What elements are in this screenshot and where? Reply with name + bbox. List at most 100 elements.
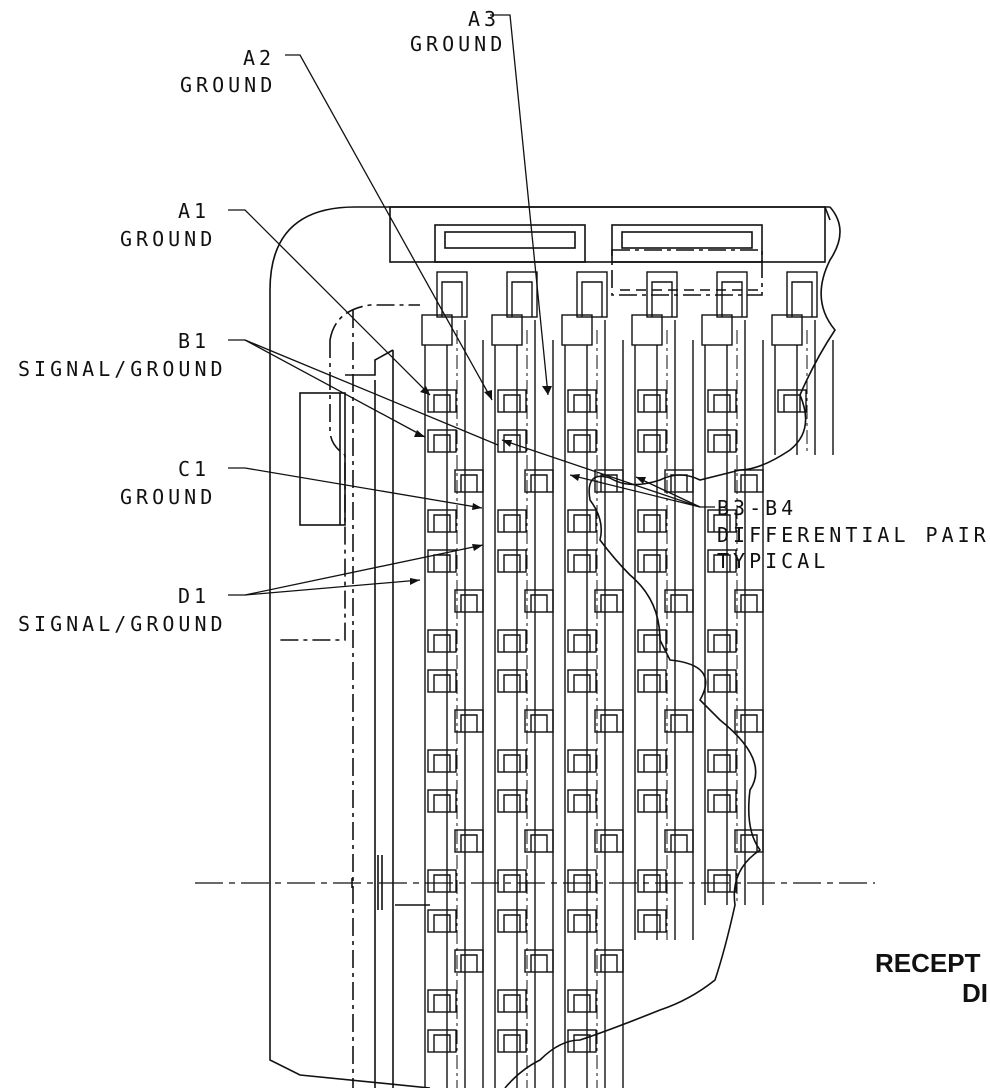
contact — [427, 549, 457, 573]
contact — [497, 749, 527, 773]
contact — [454, 829, 484, 853]
contact — [567, 749, 597, 773]
contact — [734, 469, 764, 493]
housing-outline — [269, 206, 830, 1088]
contact — [427, 749, 457, 773]
contact — [637, 629, 667, 653]
contact — [497, 1029, 527, 1053]
leader-arrowheads — [410, 386, 646, 585]
contact — [497, 509, 527, 533]
break-line — [504, 206, 841, 1088]
contact — [707, 669, 737, 693]
contact — [567, 429, 597, 453]
contact — [637, 509, 667, 533]
contact — [637, 909, 667, 933]
contact — [497, 989, 527, 1013]
contact — [427, 669, 457, 693]
contact — [707, 389, 737, 413]
contact — [637, 789, 667, 813]
label-b1-id: B1 — [178, 329, 211, 353]
contact — [497, 869, 527, 893]
contact — [707, 429, 737, 453]
contact — [594, 829, 624, 853]
label-c1-id: C1 — [178, 457, 211, 481]
contact — [594, 709, 624, 733]
contact — [637, 669, 667, 693]
label-b1-role: SIGNAL/GROUND — [18, 357, 227, 381]
label-b3b4-id: B3-B4 — [717, 496, 798, 520]
contact — [454, 589, 484, 613]
contact — [567, 629, 597, 653]
label-a1-id: A1 — [178, 199, 211, 223]
contact — [734, 829, 764, 853]
wafer-tab — [631, 314, 663, 346]
contact — [497, 629, 527, 653]
contact — [524, 949, 554, 973]
contact — [567, 989, 597, 1013]
contact — [707, 869, 737, 893]
contact — [637, 749, 667, 773]
contact — [427, 909, 457, 933]
contact — [707, 749, 737, 773]
contact — [427, 1029, 457, 1053]
contact — [454, 469, 484, 493]
contact — [637, 549, 667, 573]
wafer-tab — [491, 314, 523, 346]
label-a3-id: A3 — [468, 7, 501, 31]
label-b3b4-typical: TYPICAL — [717, 549, 830, 573]
contact — [734, 589, 764, 613]
drawing-title-line2: DI — [962, 978, 988, 1008]
label-a3-role: GROUND — [410, 32, 507, 56]
contact — [524, 589, 554, 613]
contact — [637, 429, 667, 453]
contact — [524, 829, 554, 853]
contact — [594, 589, 624, 613]
contact — [637, 869, 667, 893]
leader-lines — [228, 14, 715, 596]
contact — [497, 909, 527, 933]
contact — [777, 389, 807, 413]
label-a2-role: GROUND — [180, 73, 277, 97]
contact — [454, 949, 484, 973]
contact — [497, 549, 527, 573]
contact — [567, 869, 597, 893]
contact — [664, 469, 694, 493]
contact — [707, 789, 737, 813]
contact — [567, 669, 597, 693]
label-a2-id: A2 — [243, 46, 276, 70]
wafer-tab — [561, 314, 593, 346]
contact — [497, 789, 527, 813]
contact — [427, 869, 457, 893]
label-d1-id: D1 — [178, 584, 211, 608]
contact — [664, 829, 694, 853]
contact — [567, 1029, 597, 1053]
contact — [664, 709, 694, 733]
contact — [427, 789, 457, 813]
contact — [707, 509, 737, 533]
contact — [427, 989, 457, 1013]
contact — [594, 949, 624, 973]
contact — [427, 509, 457, 533]
contact — [427, 429, 457, 453]
drawing-title-line1: RECEPT — [875, 948, 981, 978]
label-d1-role: SIGNAL/GROUND — [18, 612, 227, 636]
contact — [734, 709, 764, 733]
wafer-tab — [421, 314, 453, 346]
contact — [567, 789, 597, 813]
wafer-tab — [701, 314, 733, 346]
contact — [567, 549, 597, 573]
contact — [427, 389, 457, 413]
label-b3b4-desc: DIFFERENTIAL PAIR — [717, 523, 990, 547]
label-c1-role: GROUND — [120, 485, 217, 509]
contact — [454, 709, 484, 733]
contact — [664, 589, 694, 613]
contact — [497, 389, 527, 413]
contact — [427, 629, 457, 653]
contact — [524, 469, 554, 493]
contact — [637, 389, 667, 413]
contact — [707, 629, 737, 653]
wafer-tab — [771, 314, 803, 346]
contact — [497, 429, 527, 453]
contact — [707, 549, 737, 573]
contact — [567, 909, 597, 933]
